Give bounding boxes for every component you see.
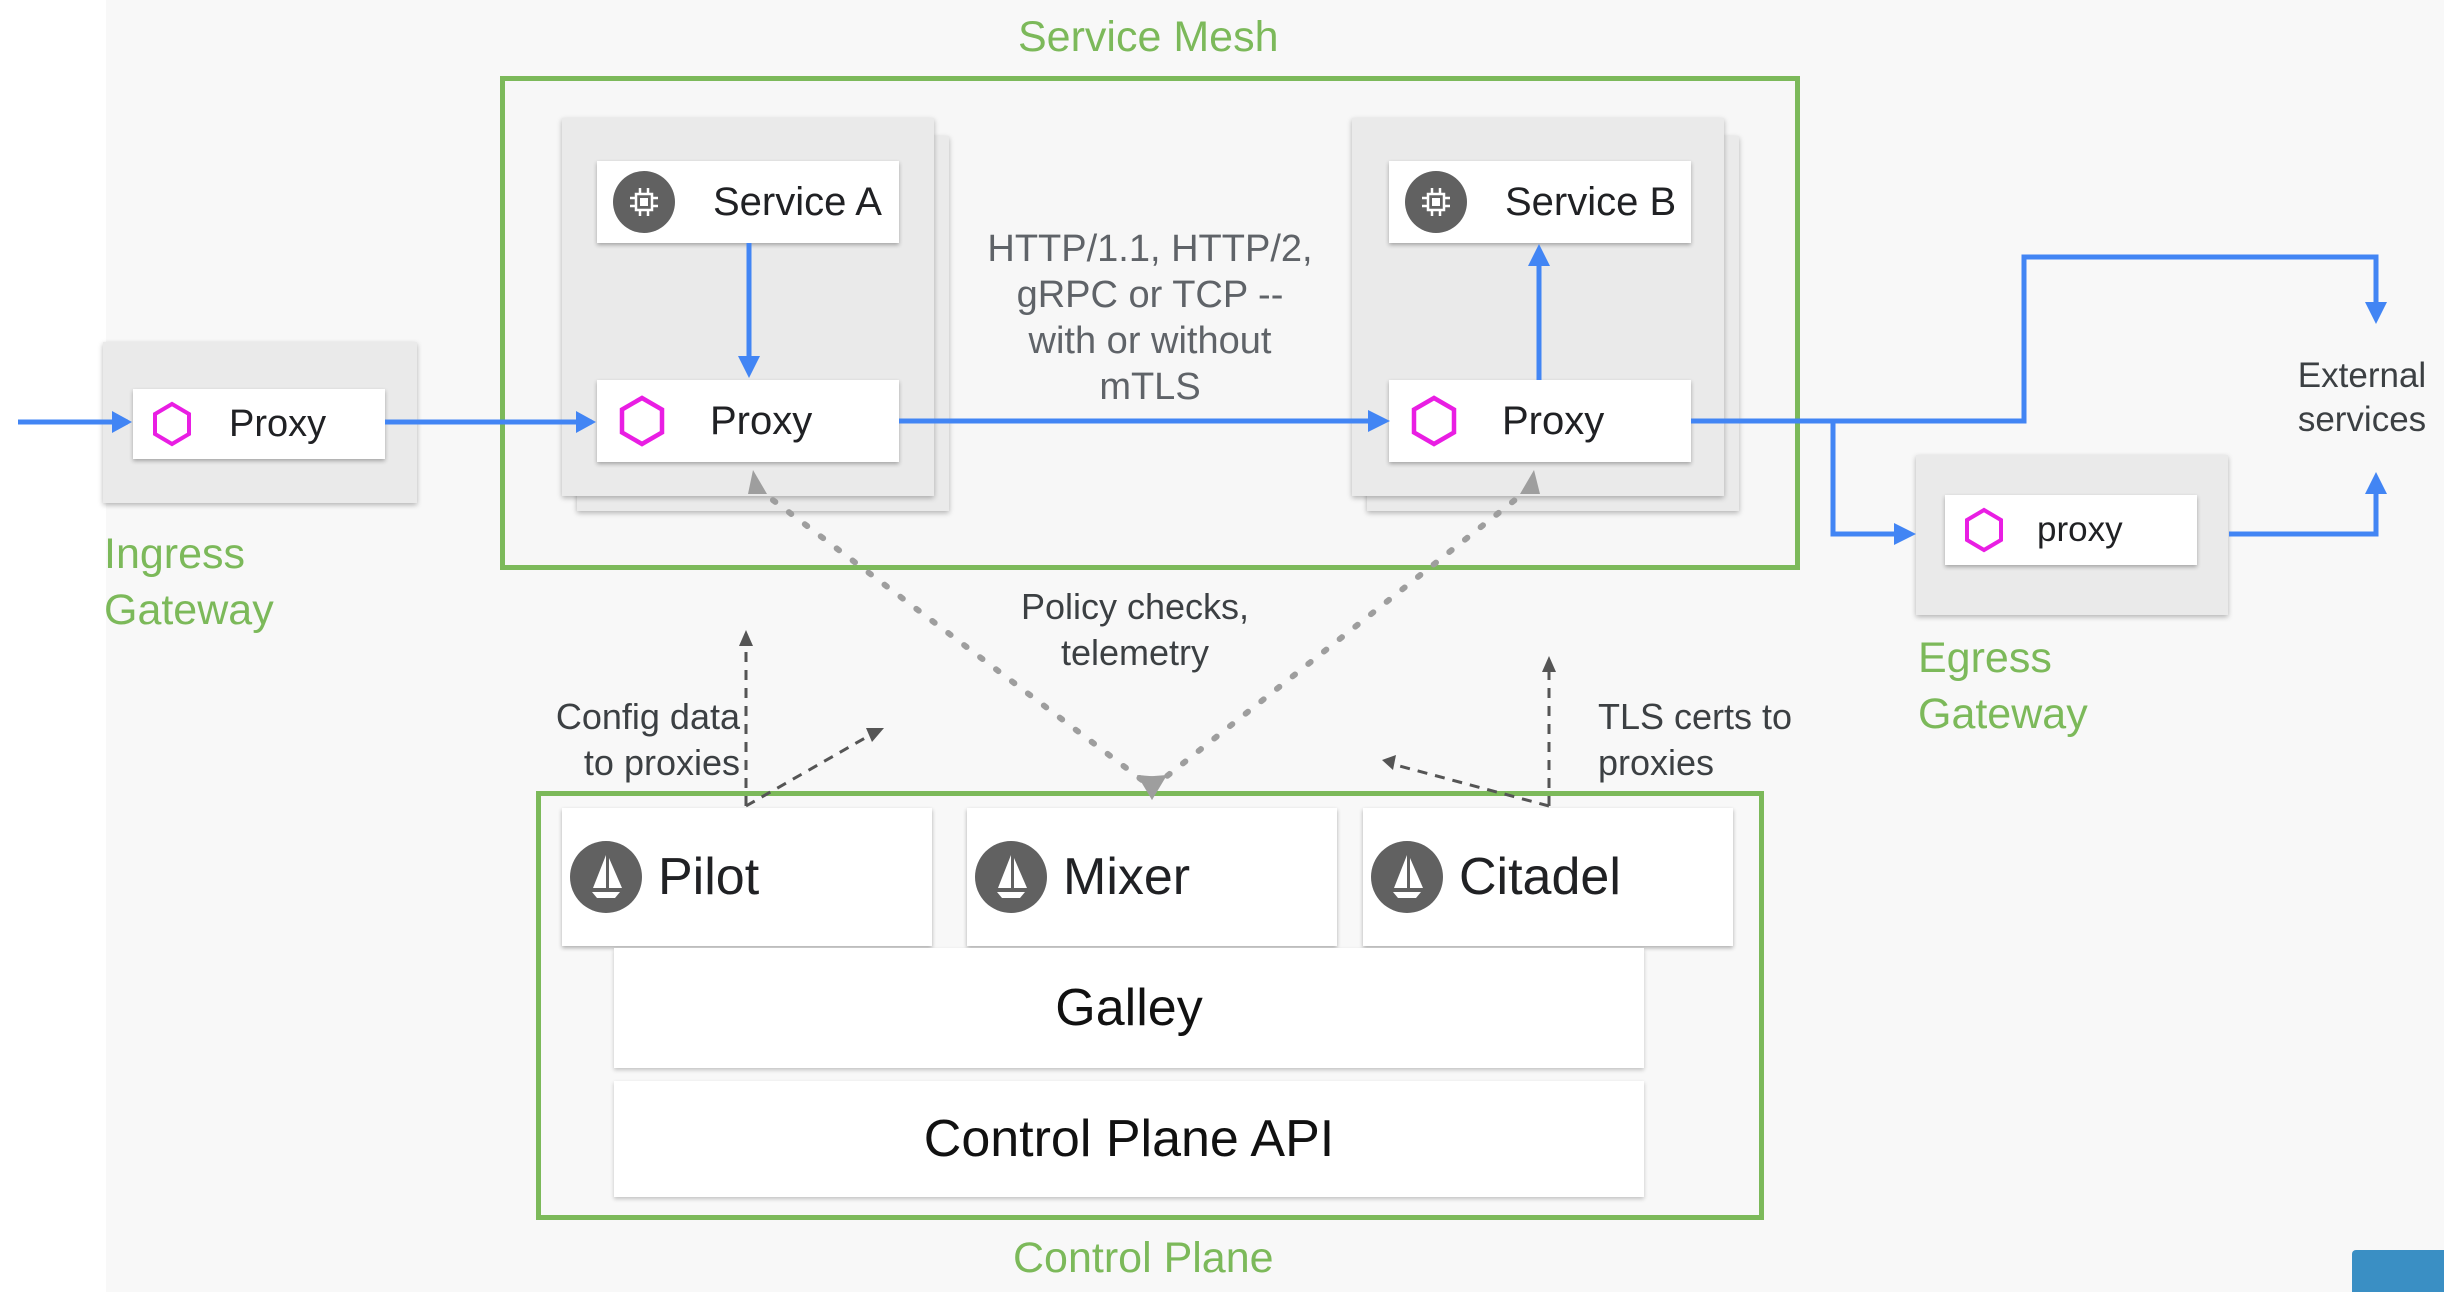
pilot-label: Pilot: [658, 848, 760, 906]
egress-proxy-card[interactable]: proxy: [1945, 495, 2197, 565]
ingress-gateway-label: Ingress Gateway: [104, 530, 274, 634]
external-services-label: External services: [2297, 356, 2427, 439]
service-b-proxy-card[interactable]: Proxy: [1389, 380, 1691, 462]
ingress-proxy-label: Proxy: [229, 402, 327, 445]
egress-gateway-label: Egress Gateway: [1918, 634, 2088, 738]
hexagon-icon: [149, 401, 195, 447]
egress-proxy-label: proxy: [2037, 510, 2123, 549]
control-plane-label: Control Plane: [1013, 1234, 1274, 1282]
service-a-proxy-card[interactable]: Proxy: [597, 380, 899, 462]
control-plane-api-card[interactable]: Control Plane API: [614, 1081, 1644, 1197]
service-b-label: Service B: [1505, 179, 1677, 224]
arrow-mixer-proxy-b-dotted: [1159, 485, 1533, 783]
arrow-citadel-diagonal-dashed: [1391, 762, 1550, 808]
config-annotation: Config data to proxies: [555, 696, 740, 783]
service-a-label: Service A: [713, 179, 882, 224]
hexagon-icon: [1408, 395, 1460, 447]
arrow-proxy-b-to-external: [1691, 254, 2379, 424]
arrow-proxy-b-to-egress: [1830, 421, 1908, 537]
arrow-mixer-proxy-a-dotted: [754, 485, 1145, 783]
service-a-card[interactable]: Service A: [597, 161, 899, 243]
mixer-card[interactable]: Mixer: [967, 808, 1337, 946]
policy-annotation: Policy checks, telemetry: [1020, 586, 1250, 673]
protocols-annotation: HTTP/1.1, HTTP/2, gRPC or TCP -- with or…: [987, 228, 1313, 408]
tls-annotation: TLS certs to proxies: [1598, 696, 1793, 783]
citadel-card[interactable]: Citadel: [1363, 808, 1733, 946]
chip-icon: [1405, 171, 1467, 233]
arrow-egress-to-external: [2229, 480, 2379, 537]
galley-label: Galley: [1055, 979, 1203, 1037]
sailboat-icon: [570, 841, 642, 913]
hexagon-icon: [1961, 507, 2007, 553]
left-margin: [0, 0, 106, 1292]
control-plane-api-label: Control Plane API: [923, 1110, 1335, 1168]
pilot-card[interactable]: Pilot: [562, 808, 932, 946]
service-mesh-label: Service Mesh: [1018, 13, 1279, 61]
chip-icon: [613, 171, 675, 233]
sailboat-icon: [975, 841, 1047, 913]
service-a-proxy-label: Proxy: [710, 398, 813, 443]
citadel-label: Citadel: [1459, 848, 1621, 906]
mixer-label: Mixer: [1063, 848, 1191, 906]
sailboat-icon: [1371, 841, 1443, 913]
corner-button[interactable]: [2352, 1250, 2444, 1292]
service-b-proxy-label: Proxy: [1502, 398, 1605, 443]
galley-card[interactable]: Galley: [614, 948, 1644, 1068]
hexagon-icon: [616, 395, 668, 447]
service-b-card[interactable]: Service B: [1389, 161, 1691, 243]
arrow-pilot-diagonal-dashed: [745, 732, 873, 808]
ingress-proxy-card[interactable]: Proxy: [133, 389, 385, 459]
